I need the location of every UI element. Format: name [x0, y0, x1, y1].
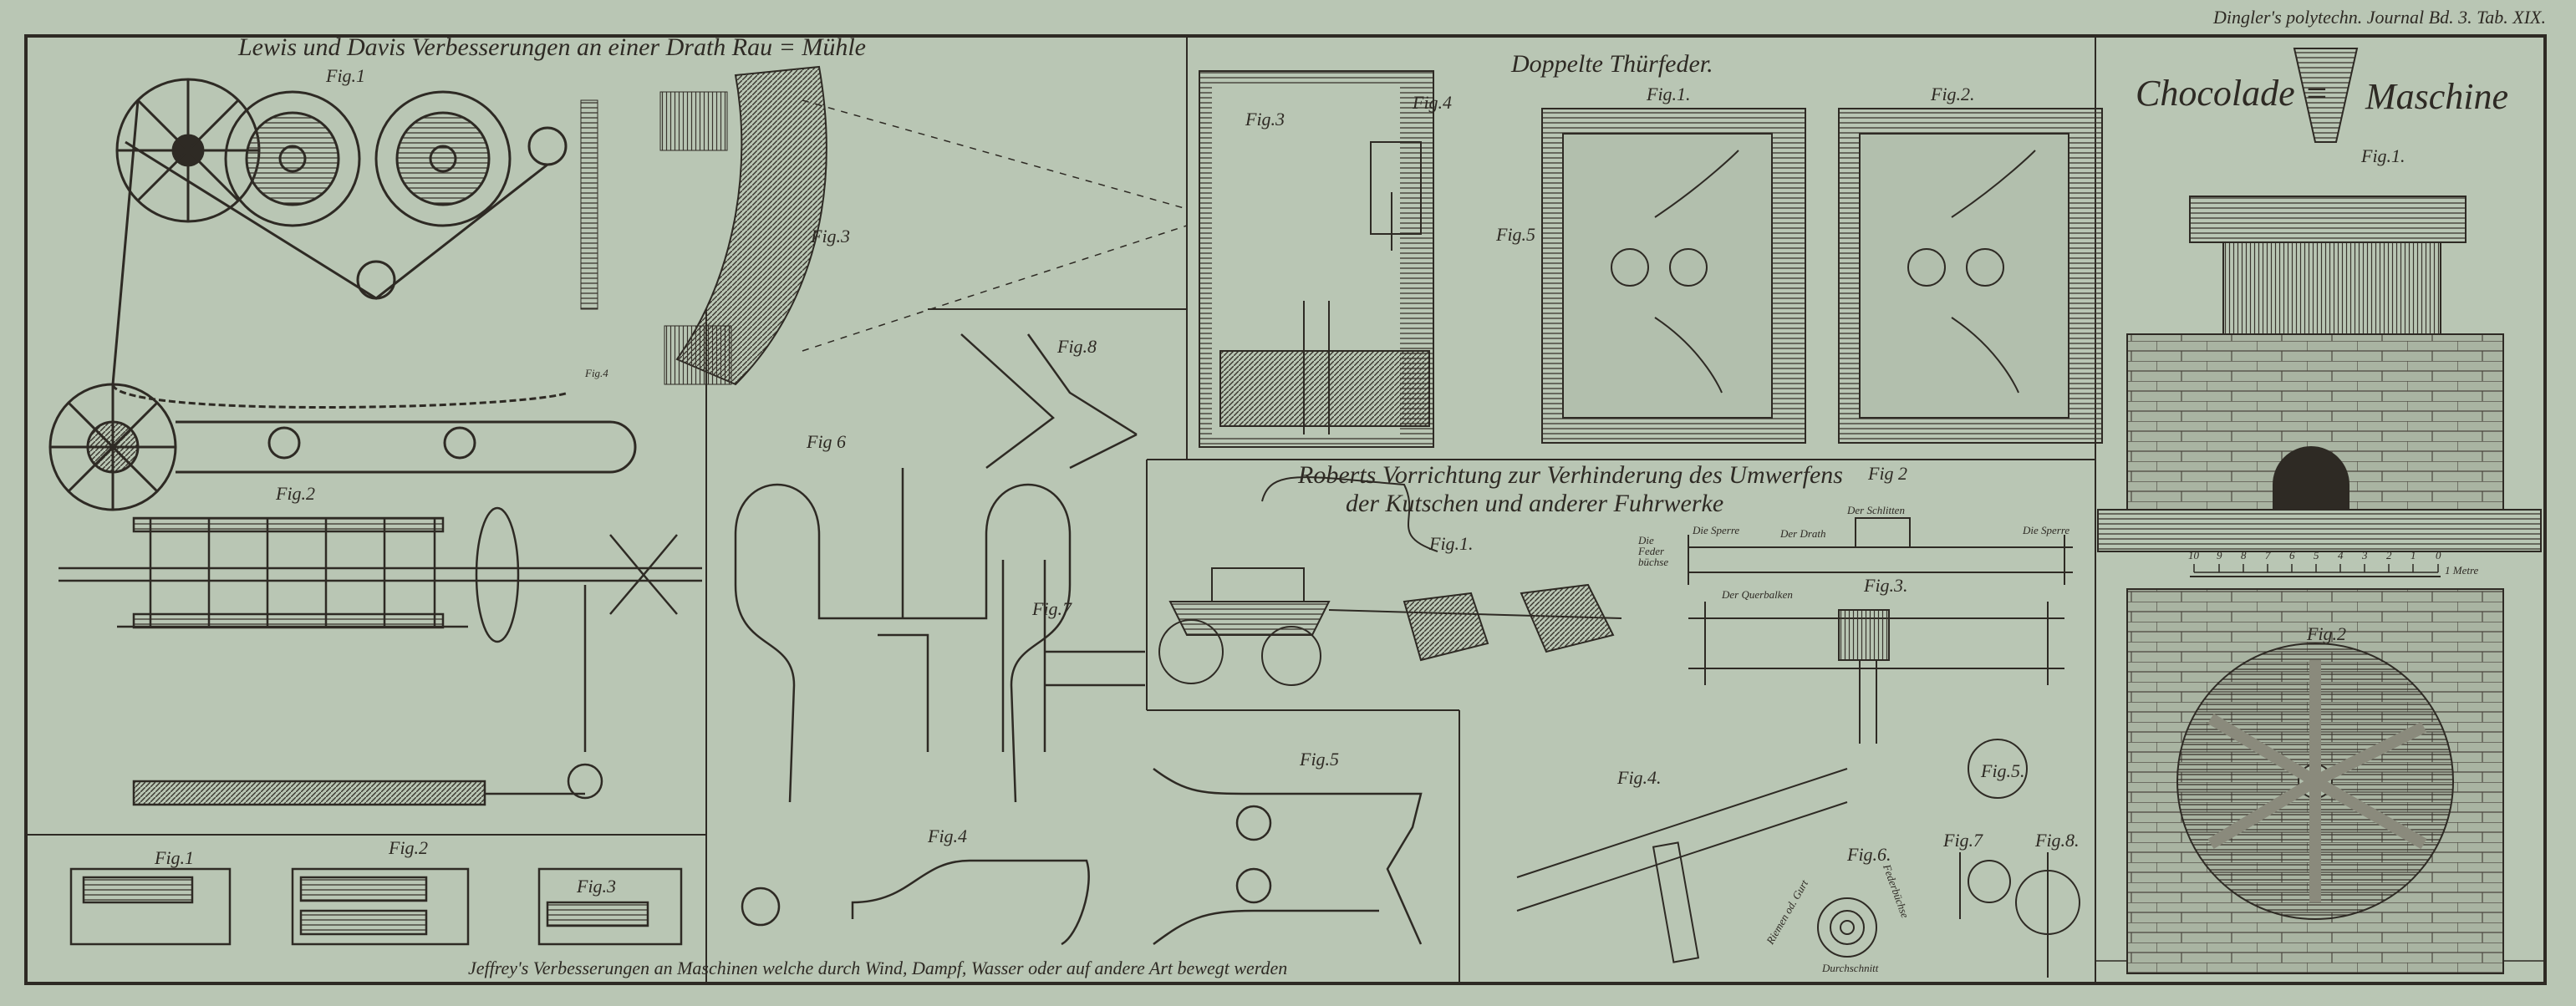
door-fig4-label: Fig.4 — [1413, 92, 1453, 113]
roberts-fig6-label: Fig.6. — [1847, 844, 1891, 865]
chocolate-fig1-label: Fig.1. — [2361, 145, 2405, 166]
scale-tick-label: 6 — [2289, 549, 2295, 561]
scale-tick-label: 4 — [2338, 549, 2344, 561]
jeffrey-fig7-label: Fig.7 — [1032, 598, 1072, 619]
jeffrey-fig6-label: Fig 6 — [807, 431, 847, 452]
plate-border — [24, 34, 2547, 985]
jeffrey-figures — [69, 333, 1423, 946]
jeffrey-fig3-label: Fig.3 — [577, 876, 617, 897]
jeffrey-fig2-label: Fig.2 — [389, 837, 429, 858]
jeffrey-fig8-label: Fig.8 — [1057, 336, 1097, 357]
label-federbuechse: Die Feder büchse — [1638, 534, 1669, 568]
scale-unit-label: 1 Metre — [2445, 564, 2479, 577]
roberts-fig2-label: Fig 2 — [1868, 463, 1908, 484]
scale-tick-label: 7 — [2265, 549, 2271, 561]
label-drath: Der Drath — [1780, 527, 1826, 540]
door-fig5-label: Fig.5 — [1496, 224, 1536, 245]
scale-tick-label: 2 — [2386, 549, 2392, 561]
chocolate-machine-drawing — [2097, 48, 2542, 974]
roberts-title-line1: Roberts Vorrichtung zur Verhinderung des… — [1298, 461, 1843, 489]
scale-tick-label: 10 — [2188, 549, 2199, 561]
door-fig3-label: Fig.3 — [1245, 109, 1285, 130]
label-sperre-right: Die Sperre — [2023, 524, 2070, 536]
label-durchschnitt: Durchschnitt — [1822, 962, 1879, 974]
door-fig1-label: Fig.1. — [1647, 84, 1691, 104]
jeffrey-fig1-label: Fig.1 — [155, 847, 195, 868]
jeffrey-fig4-label: Fig.4 — [928, 826, 968, 846]
chocolate-fig2-label: Fig.2 — [2307, 623, 2347, 644]
scale-tick-label: 0 — [2436, 549, 2441, 561]
scale-tick-label: 8 — [2241, 549, 2247, 561]
roberts-fig7-label: Fig.7 — [1943, 830, 1983, 851]
jeffrey-fig5-label: Fig.5 — [1300, 749, 1340, 770]
scale-tick-label: 9 — [2217, 549, 2222, 561]
door-spring-figures — [1199, 70, 2103, 448]
lewis-fig2-label: Fig.2 — [276, 483, 316, 504]
roberts-fig4-label: Fig.4. — [1617, 767, 1662, 788]
chocolate-title-right: Maschine — [2365, 76, 2509, 117]
gear-drawing — [115, 78, 568, 300]
lewis-fig4-label: Fig.4 — [585, 367, 608, 379]
roberts-title-line2: der Kutschen und anderer Fuhrwerke — [1346, 490, 1724, 517]
label-schlitten: Der Schlitten — [1847, 504, 1905, 516]
door-fig2-label: Fig.2. — [1931, 84, 1975, 104]
chain-belt-drawing — [48, 99, 637, 511]
roberts-fig3-label: Fig.3. — [1864, 575, 1908, 596]
label-querbalken: Der Querbalken — [1722, 588, 1793, 601]
lewis-fig1-label: Fig.1 — [326, 65, 366, 86]
door-title: Doppelte Thürfeder. — [1511, 50, 1713, 78]
card-drum-drawing — [675, 65, 827, 386]
journal-header: Dingler's polytechn. Journal Bd. 3. Tab.… — [2212, 7, 2546, 28]
chocolate-title-left: Chocolade = — [2136, 73, 2329, 114]
roberts-fig8-label: Fig.8. — [2035, 830, 2080, 851]
metre-scale-bar — [2193, 564, 2439, 573]
lewis-title: Lewis und Davis Verbesserungen an einer … — [238, 33, 866, 61]
shaft-drawing — [59, 506, 702, 806]
scale-tick-label: 3 — [2362, 549, 2368, 561]
jeffrey-caption: Jeffrey's Verbesserungen an Maschinen we… — [468, 958, 1288, 978]
carriage-drawing — [1158, 476, 1622, 686]
lewis-fig3-label: Fig.3 — [811, 226, 851, 246]
scale-tick-label: 1 — [2411, 549, 2416, 561]
roberts-mechanism — [1516, 517, 2080, 978]
roberts-fig1-label: Fig.1. — [1429, 533, 1474, 554]
roberts-fig5-label: Fig.5. — [1981, 760, 2025, 781]
scale-tick-label: 5 — [2314, 549, 2319, 561]
label-sperre-left: Die Sperre — [1693, 524, 1740, 536]
